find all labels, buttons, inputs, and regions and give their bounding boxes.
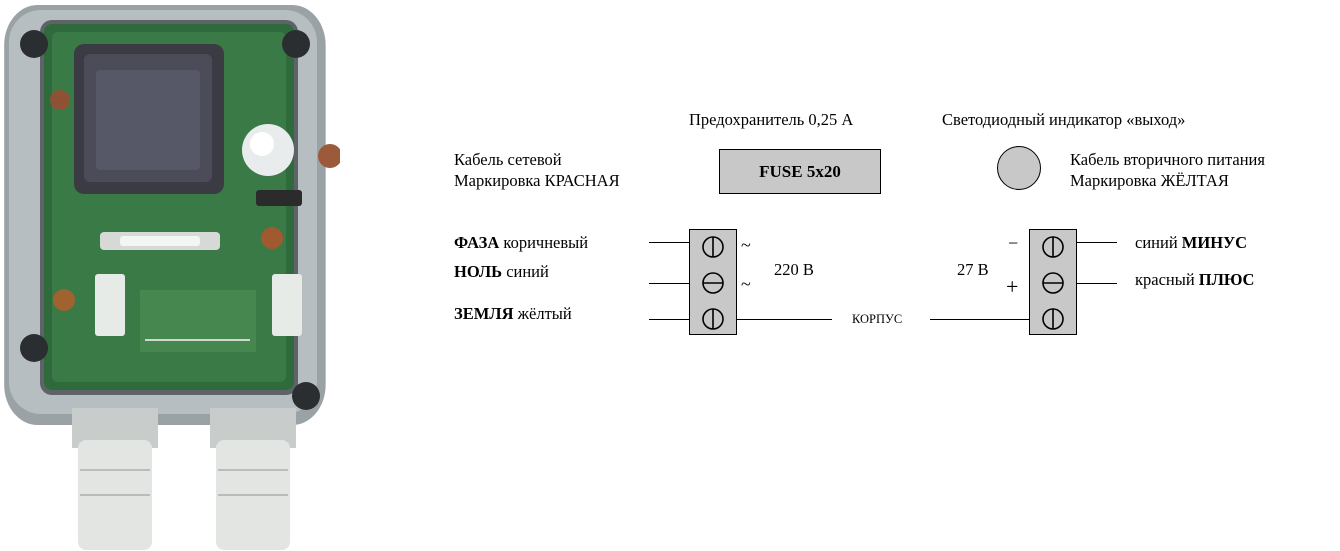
output-wire-name: МИНУС bbox=[1181, 233, 1248, 252]
output-minus-symbol: − bbox=[1008, 233, 1019, 253]
screw-icon bbox=[702, 272, 724, 294]
input-wire-color: жёлтый bbox=[513, 304, 572, 323]
output-voltage: 27 В bbox=[957, 260, 989, 279]
screw-icon bbox=[1042, 272, 1064, 294]
screw-icon bbox=[702, 308, 724, 330]
input-wire-line bbox=[649, 319, 689, 320]
input-ac-symbol: ~ bbox=[741, 274, 751, 294]
fuse-caption: Предохранитель 0,25 А bbox=[689, 110, 854, 129]
output-wire-line bbox=[1077, 242, 1117, 243]
input-cable-title: Кабель сетевой bbox=[454, 150, 562, 169]
ground-line-right bbox=[930, 319, 1029, 320]
input-wire-color: коричневый bbox=[499, 233, 589, 252]
input-wire-line bbox=[649, 242, 689, 243]
input-wire-name: НОЛЬ bbox=[454, 262, 503, 281]
input-wire-color: синий bbox=[502, 262, 549, 281]
input-wire-label: ФАЗА коричневый bbox=[454, 233, 588, 253]
input-wire-name: ЗЕМЛЯ bbox=[454, 304, 514, 323]
output-cable-marking: Маркировка ЖЁЛТАЯ bbox=[1070, 171, 1229, 190]
output-wire-color: красный bbox=[1135, 270, 1199, 289]
output-wire-line bbox=[1077, 283, 1117, 284]
input-voltage: 220 В bbox=[774, 260, 814, 279]
device-photo bbox=[4, 5, 340, 550]
input-ac-symbol: ~ bbox=[741, 235, 751, 255]
led-caption: Светодиодный индикатор «выход» bbox=[942, 110, 1186, 129]
output-wire-label: красный ПЛЮС bbox=[1135, 270, 1254, 290]
input-wire-name: ФАЗА bbox=[454, 233, 500, 252]
screw-icon bbox=[1042, 236, 1064, 258]
output-plus-symbol: + bbox=[1006, 274, 1019, 299]
led-indicator bbox=[997, 146, 1041, 190]
input-wire-line bbox=[649, 283, 689, 284]
screw-icon bbox=[702, 236, 724, 258]
output-wire-name: ПЛЮС bbox=[1198, 270, 1255, 289]
output-wire-color: синий bbox=[1135, 233, 1182, 252]
input-cable-marking: Маркировка КРАСНАЯ bbox=[454, 171, 620, 190]
input-wire-label: НОЛЬ синий bbox=[454, 262, 549, 282]
fuse-box-label: FUSE 5x20 bbox=[759, 161, 841, 181]
screw-icon bbox=[1042, 308, 1064, 330]
ground-label: КОРПУС bbox=[852, 312, 903, 326]
output-wire-label: синий МИНУС bbox=[1135, 233, 1247, 253]
output-cable-title: Кабель вторичного питания bbox=[1070, 150, 1265, 169]
ground-line-left bbox=[737, 319, 832, 320]
input-wire-label: ЗЕМЛЯ жёлтый bbox=[454, 304, 572, 324]
fuse-box: FUSE 5x20 bbox=[719, 149, 881, 194]
